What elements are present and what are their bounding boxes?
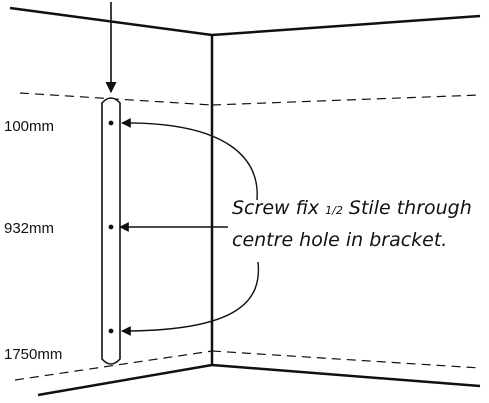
note-text-end: Stile through xyxy=(343,197,472,219)
screw-hole-middle xyxy=(108,224,114,230)
stile xyxy=(101,97,121,365)
floor-left-edge xyxy=(37,363,213,397)
dimension-label-bottom: 1750mm xyxy=(4,346,62,363)
note-fraction: 1/2 xyxy=(325,204,343,217)
leader-arrow-bottom xyxy=(121,261,260,336)
lower-dashed-guide-right xyxy=(211,350,481,369)
dimension-label-middle: 932mm xyxy=(4,220,54,237)
screw-hole-bottom xyxy=(108,328,114,334)
screw-hole-top xyxy=(108,120,114,126)
leader-arrow-top xyxy=(121,118,258,201)
instruction-note-line-1: Screw fix 1/2 Stile through xyxy=(232,197,472,219)
upper-dashed-guide-right xyxy=(211,94,481,106)
wall-outline xyxy=(9,6,481,397)
dimension-label-top: 100mm xyxy=(4,118,54,135)
instruction-note-line-2: centre hole in bracket. xyxy=(232,229,447,251)
floor-right-edge xyxy=(211,363,481,388)
lower-dashed-guide-left xyxy=(14,350,213,381)
note-text-start: Screw fix xyxy=(232,197,325,219)
ceiling-right-edge xyxy=(211,14,481,37)
